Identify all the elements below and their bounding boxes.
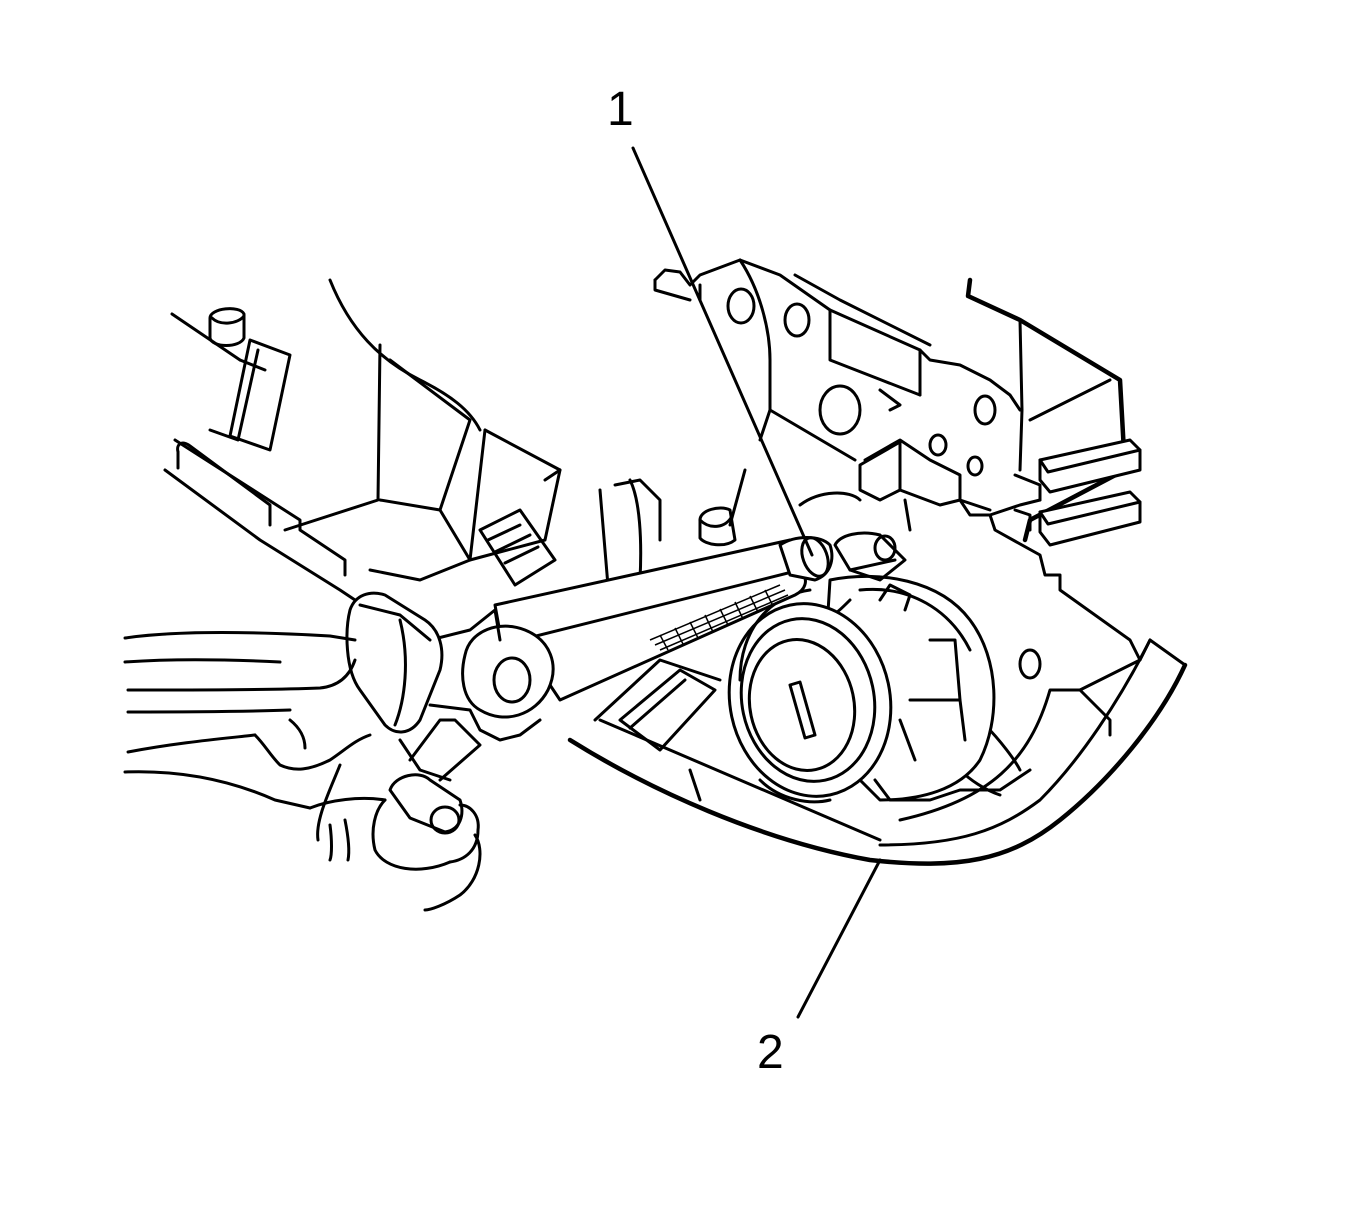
needle-nose-pliers: [345, 536, 834, 835]
release-pin: [798, 491, 907, 582]
lock-cylinder: [727, 574, 1032, 804]
leader-line-2: [796, 858, 882, 1019]
lower-trim-cover: [567, 638, 1188, 866]
column-housing-right: [653, 258, 1142, 680]
hand: [123, 631, 482, 912]
leader-line-1: [631, 146, 814, 557]
column-housing-left: [163, 278, 662, 612]
callout-leaders: [631, 146, 882, 1019]
callout-label-2: 2: [757, 1026, 784, 1079]
callout-label-1: 1: [607, 83, 634, 136]
